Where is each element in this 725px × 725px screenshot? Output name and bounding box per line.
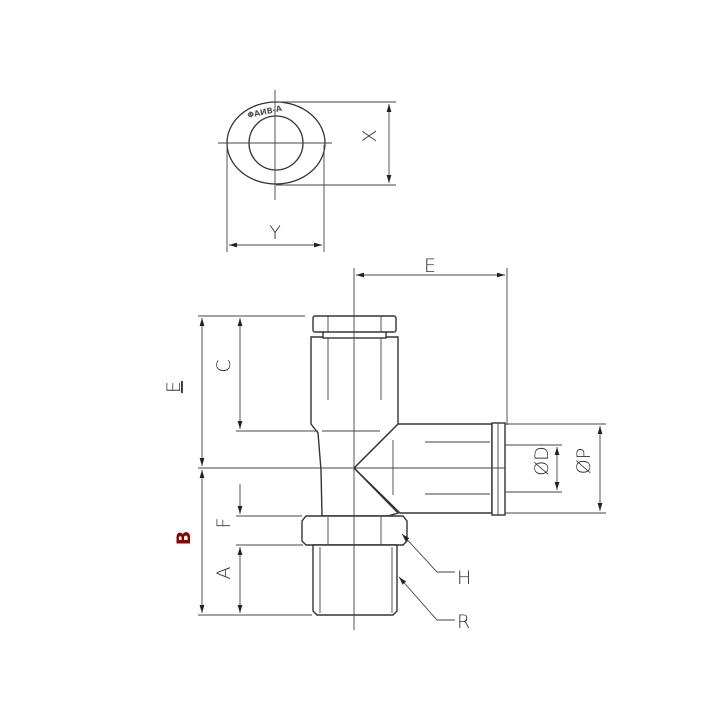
callout-h-leader [401, 533, 455, 573]
brand-mark: ΦAИB-A [246, 104, 283, 120]
dimension-x-label: X [359, 129, 381, 142]
hex-nut [301, 515, 408, 546]
side-view: E E B [163, 255, 606, 633]
dimension-e-left-label: E [163, 381, 185, 393]
callout-h-label: H [457, 567, 471, 589]
release-cap [312, 315, 397, 333]
callout-r-label: R [457, 611, 470, 633]
dimension-f-label: F [213, 518, 235, 529]
dimension-b-label: B [173, 531, 195, 545]
dimension-c-label: C [213, 359, 235, 372]
dimension-y-label: Y [269, 222, 281, 244]
male-thread [312, 544, 398, 616]
callout-r-leader [398, 576, 455, 621]
dimension-a-label: A [213, 567, 235, 580]
dimension-p-label: ØP [573, 448, 595, 474]
branch-collet [491, 422, 506, 516]
top-view: ΦAИB-A X Y [218, 90, 396, 252]
dimension-d-label: ØD [531, 446, 553, 476]
dimension-e-top-label: E [424, 255, 436, 277]
